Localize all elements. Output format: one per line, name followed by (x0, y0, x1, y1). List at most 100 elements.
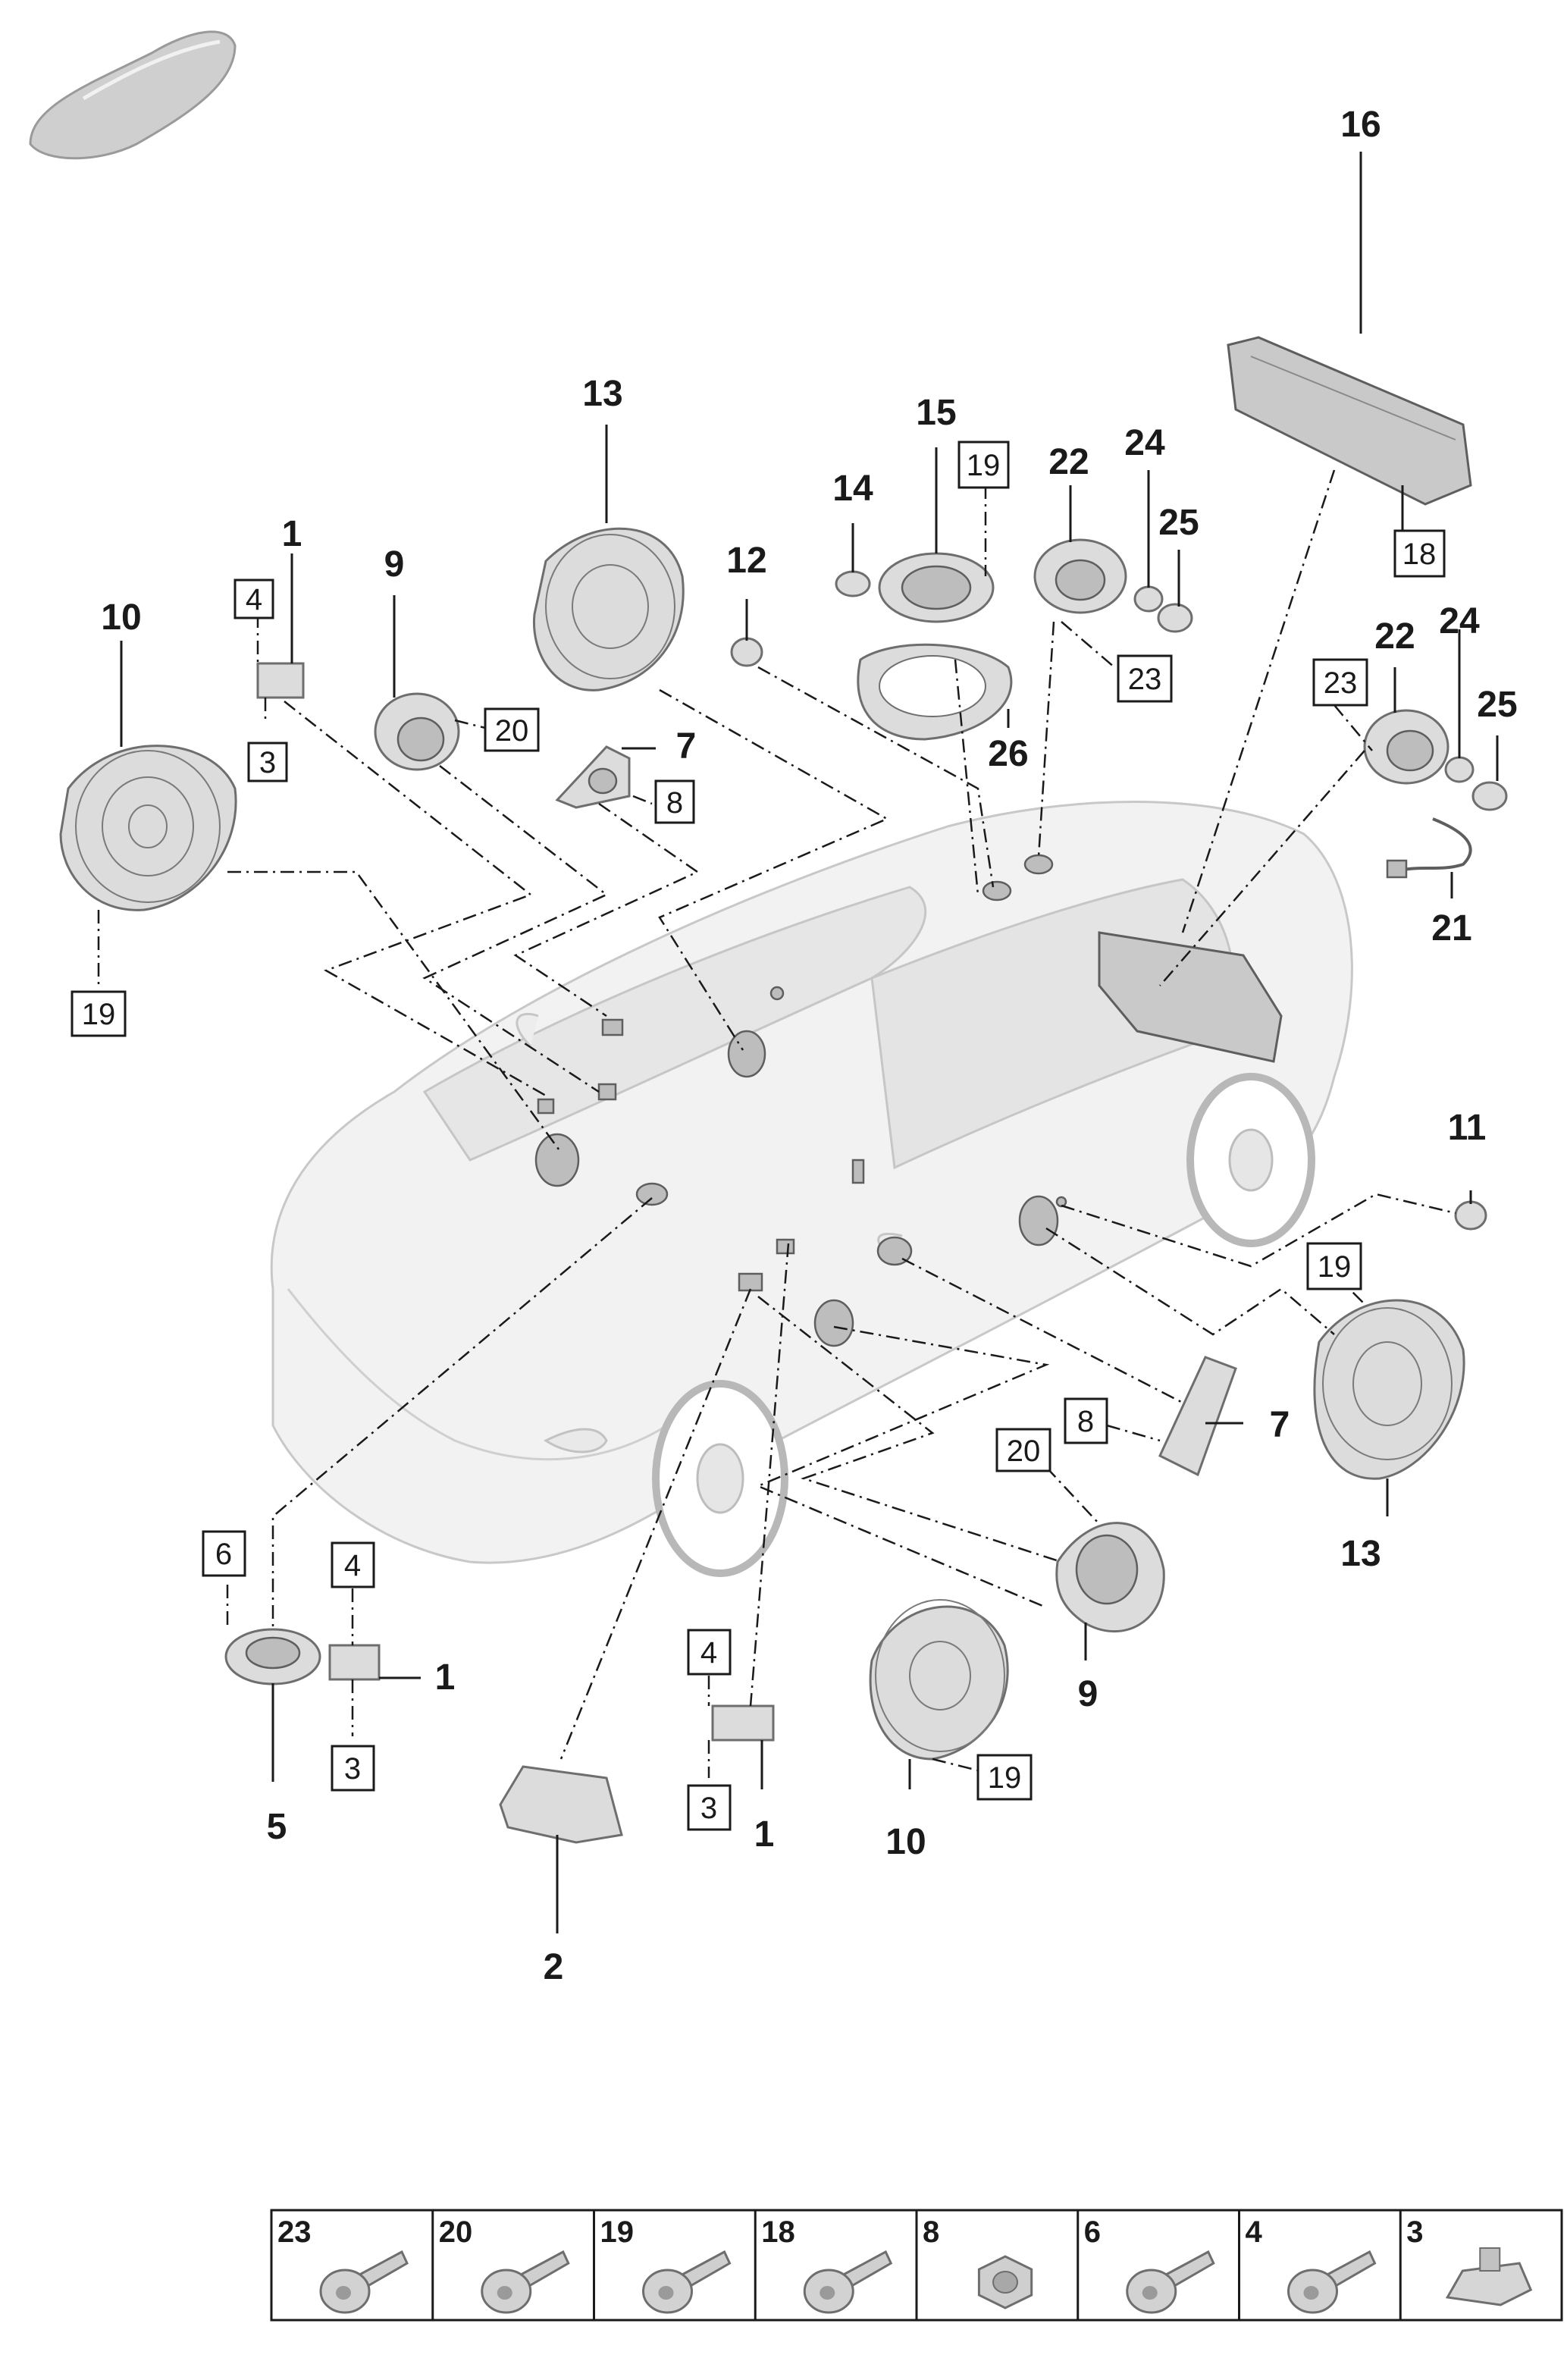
part-1-connector-lower-mid (711, 1704, 775, 1742)
svg-text:8: 8 (1077, 1405, 1094, 1438)
vehicle-thumbnail-icon (29, 30, 237, 160)
part-22-speaker-upper (1033, 538, 1127, 614)
part-10-speaker-left (59, 745, 237, 911)
part-13-speaker-upper (532, 527, 685, 691)
part-16-subwoofer-enclosure (1227, 336, 1472, 506)
part-7-tweeter-upper (555, 745, 631, 809)
box-ref-20-lower: 20 (995, 1428, 1051, 1472)
callout-22-upper: 22 (1048, 442, 1089, 482)
solid-leaders (120, 152, 1499, 1933)
box-ref-19-right: 19 (1306, 1242, 1362, 1290)
fastener-cell-18: 18 (754, 2210, 893, 2320)
callout-9-upper: 9 (384, 544, 405, 585)
callout-25-right: 25 (1477, 685, 1517, 725)
box-ref-3-upper: 3 (247, 742, 288, 782)
box-ref-19-upper: 19 (957, 441, 1010, 489)
fastener-cell-6: 6 (1077, 2210, 1215, 2320)
part-24-part-upper (1133, 585, 1164, 613)
callout-9-lower: 9 (1078, 1674, 1098, 1714)
part-22-speaker-right (1363, 709, 1449, 785)
svg-text:19: 19 (82, 998, 116, 1031)
vehicle-illustration (270, 801, 1353, 1577)
box-ref-23-right: 23 (1312, 658, 1368, 707)
svg-text:18: 18 (1402, 538, 1437, 571)
callout-22-right: 22 (1374, 616, 1415, 657)
callout-21: 21 (1431, 908, 1471, 949)
svg-text:19: 19 (967, 449, 1001, 482)
svg-text:8: 8 (666, 786, 683, 820)
callout-26: 26 (988, 734, 1028, 774)
nut-icon (977, 2255, 1033, 2309)
callout-10-lower: 10 (885, 1822, 926, 1862)
fastener-cell-4: 4 (1238, 2210, 1377, 2320)
part-25-part-upper (1157, 603, 1193, 633)
callout-7-upper: 7 (676, 726, 697, 767)
svg-text:19: 19 (1318, 1250, 1352, 1284)
fastener-ref-label: 20 (439, 2215, 473, 2249)
svg-text:20: 20 (1007, 1435, 1041, 1468)
box-ref-6: 6 (202, 1530, 246, 1577)
part-21-cable (1386, 817, 1472, 879)
fastener-ref-label: 4 (1246, 2215, 1263, 2249)
box-ref-3-lower-mid: 3 (687, 1784, 732, 1831)
part-24-part-right (1444, 756, 1475, 783)
callout-24-upper: 24 (1124, 423, 1165, 463)
svg-text:20: 20 (495, 714, 529, 748)
fastener-ref-label: 19 (600, 2215, 635, 2249)
fastener-cell-3: 3 (1399, 2210, 1533, 2320)
fastener-cell-23: 23 (277, 2215, 409, 2314)
fastener-cell-19: 19 (593, 2210, 732, 2320)
callout-15: 15 (916, 393, 956, 433)
box-ref-23-upper: 23 (1117, 654, 1173, 703)
part-26-speaker-ring (857, 643, 1013, 741)
part-9-speaker-lower (1055, 1522, 1165, 1632)
box-ref-19-lower: 19 (976, 1754, 1033, 1801)
fastener-ref-label: 8 (923, 2215, 939, 2249)
fastener-ref-label: 3 (1406, 2215, 1423, 2249)
callout-1-upper: 1 (282, 514, 302, 554)
part-9-speaker-upper (374, 692, 460, 771)
svg-text:23: 23 (1128, 663, 1162, 696)
screw-icon (642, 2250, 732, 2314)
screw-icon (319, 2250, 409, 2314)
fastener-cell-8: 8 (915, 2210, 1033, 2320)
callout-16: 16 (1340, 105, 1381, 145)
screw-icon (803, 2250, 893, 2314)
box-ref-4-upper: 4 (233, 579, 274, 619)
part-25-part-right (1471, 781, 1508, 811)
svg-text:4: 4 (344, 1549, 361, 1582)
box-ref-20-upper: 20 (484, 707, 540, 752)
part-11-cap (1454, 1200, 1487, 1231)
svg-text:6: 6 (215, 1538, 232, 1571)
callout-2: 2 (544, 1947, 564, 1987)
svg-text:3: 3 (700, 1792, 717, 1825)
svg-text:4: 4 (700, 1636, 717, 1670)
box-ref-18: 18 (1393, 529, 1446, 578)
screw-icon (1287, 2250, 1377, 2314)
clip-nut-icon (1445, 2247, 1533, 2306)
part-14-tweeter (835, 570, 871, 597)
fastener-ref-label: 23 (277, 2215, 312, 2249)
svg-text:23: 23 (1324, 666, 1358, 700)
screw-icon (481, 2250, 570, 2314)
part-15-speaker (878, 552, 995, 623)
callout-10-upper: 10 (101, 597, 141, 638)
box-ref-4-lower-left: 4 (331, 1541, 375, 1588)
callout-14: 14 (832, 469, 873, 509)
callout-7-right: 7 (1270, 1405, 1290, 1445)
callout-numbers: 1 9 10 13 7 12 14 15 26 22 24 25 16 22 2… (101, 105, 1517, 1987)
box-ref-4-lower-mid: 4 (687, 1629, 732, 1676)
svg-text:19: 19 (988, 1761, 1022, 1795)
callout-24-right: 24 (1439, 601, 1480, 641)
fastener-cell-20: 20 (431, 2210, 570, 2320)
part-5-tweeter (224, 1628, 321, 1685)
svg-text:3: 3 (344, 1752, 361, 1786)
part-13-speaker-right (1313, 1299, 1465, 1480)
callout-12: 12 (726, 541, 766, 581)
box-ref-8-right: 8 (1064, 1397, 1108, 1444)
svg-text:4: 4 (246, 583, 262, 616)
part-7-tweeter-right (1158, 1356, 1237, 1477)
part-10-speaker-lower (869, 1599, 1009, 1761)
box-ref-8-upper: 8 (654, 779, 695, 824)
